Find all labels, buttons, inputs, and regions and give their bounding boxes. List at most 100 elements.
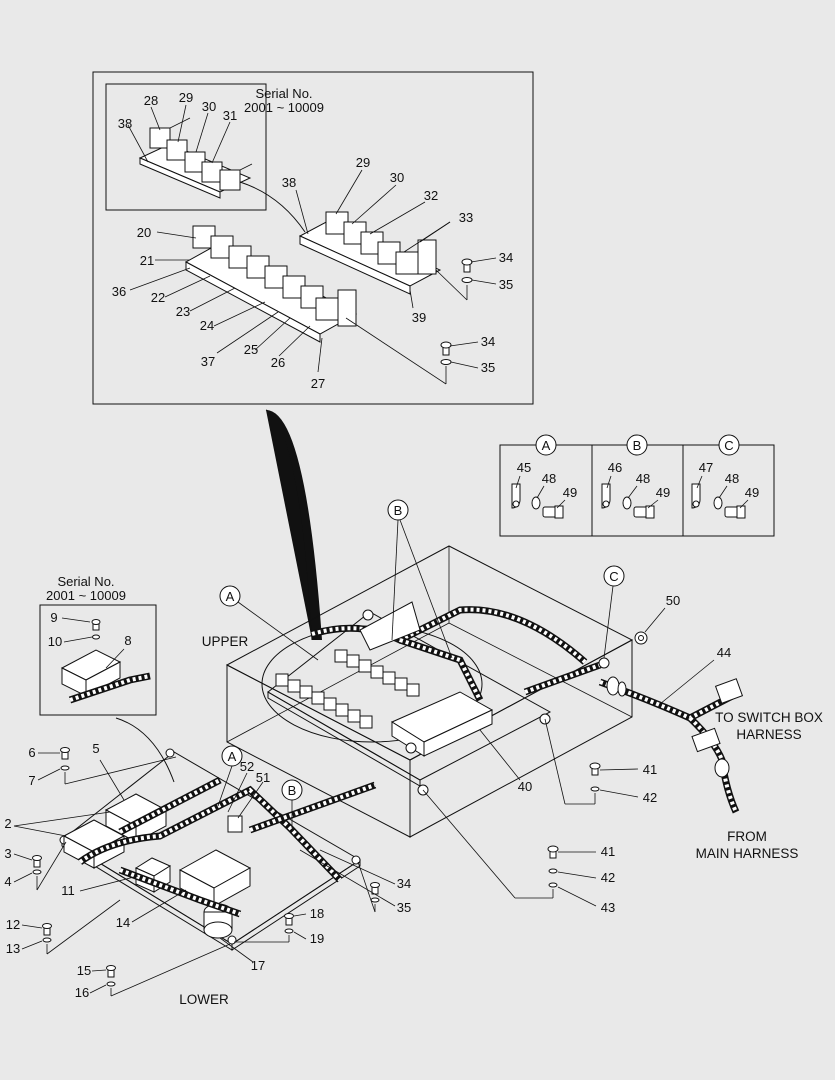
serial-inset-left — [39, 604, 157, 716]
label-31: 31 — [223, 108, 237, 123]
detail-b-part-2: 48 — [636, 471, 650, 486]
label-29: 29 — [356, 155, 370, 170]
detail-c-part-1: 47 — [699, 460, 713, 475]
label-19: 19 — [310, 931, 324, 946]
label-23: 23 — [176, 304, 190, 319]
inset-arrow — [239, 181, 306, 233]
label-50: 50 — [666, 593, 680, 608]
label-44: 44 — [717, 645, 731, 660]
label-28: 28 — [144, 93, 158, 108]
detail-ref-b: B — [633, 438, 642, 453]
label-43: 43 — [601, 900, 615, 915]
clamp-detail-table: A 45 48 49 B 46 48 49 C 47 48 49 — [499, 434, 775, 537]
label-12: 12 — [6, 917, 20, 932]
label-37: 37 — [201, 354, 215, 369]
serial-note-left-2: 2001 ~ 10009 — [46, 588, 126, 603]
switch-connector — [714, 678, 744, 704]
label-36: 36 — [112, 284, 126, 299]
label-30: 30 — [390, 170, 404, 185]
label-9: 9 — [50, 610, 57, 625]
detail-a-part-3: 49 — [563, 485, 577, 500]
ref-b-lower: B — [288, 783, 297, 798]
upper-view-label: UPPER — [202, 634, 249, 649]
serial-note-top-2: 2001 ~ 10009 — [244, 100, 324, 115]
label-16: 16 — [75, 985, 89, 1000]
label-34: 34 — [397, 876, 411, 891]
right-relay-block — [298, 211, 442, 295]
label-20: 20 — [137, 225, 151, 240]
label-30: 30 — [202, 99, 216, 114]
label-10: 10 — [48, 634, 62, 649]
lower-harness — [77, 785, 343, 883]
ref-circle-c — [603, 565, 625, 587]
serial-note-left-1: Serial No. — [57, 574, 114, 589]
detail-a-part-2: 48 — [542, 471, 556, 486]
label-4: 4 — [4, 874, 11, 889]
box-relays — [275, 649, 494, 757]
label-5: 5 — [92, 741, 99, 756]
detail-ref-c: C — [724, 438, 733, 453]
label-51: 51 — [256, 770, 270, 785]
label-32: 32 — [424, 188, 438, 203]
to-switch-box-2: HARNESS — [736, 727, 801, 742]
box-mount-3 — [405, 742, 417, 754]
label-41: 41 — [643, 762, 657, 777]
label-27: 27 — [311, 376, 325, 391]
label-25: 25 — [244, 342, 258, 357]
label-34: 34 — [499, 250, 513, 265]
detail-c-part-3: 49 — [745, 485, 759, 500]
label-21: 21 — [140, 253, 154, 268]
ref-c: C — [609, 569, 618, 584]
detail-b-part-1: 46 — [608, 460, 622, 475]
ref-a-upper: A — [226, 589, 235, 604]
ref-circle-a-upper — [219, 585, 241, 607]
inset-controller — [60, 619, 151, 704]
label-38: 38 — [118, 116, 132, 131]
label-24: 24 — [200, 318, 214, 333]
label-41: 41 — [601, 844, 615, 859]
label-3: 3 — [4, 846, 11, 861]
label-13: 13 — [6, 941, 20, 956]
label-6: 6 — [28, 745, 35, 760]
label-34: 34 — [481, 334, 495, 349]
label-17: 17 — [251, 958, 265, 973]
label-39: 39 — [412, 310, 426, 325]
ref-a-lower: A — [228, 749, 237, 764]
label-42: 42 — [643, 790, 657, 805]
label-22: 22 — [151, 290, 165, 305]
detail-b-part-3: 49 — [656, 485, 670, 500]
label-18: 18 — [310, 906, 324, 921]
inset-left-arrow — [115, 717, 175, 783]
bolt-41-42-a — [544, 718, 601, 805]
from-main-2: MAIN HARNESS — [696, 846, 799, 861]
detail-ref-a: A — [542, 438, 551, 453]
relay-detail-frame — [92, 71, 534, 405]
box-bracket — [359, 601, 421, 651]
from-main-1: FROM — [727, 829, 767, 844]
label-35: 35 — [481, 360, 495, 375]
serial-inset-frame — [105, 83, 267, 211]
bolt-34-35-upper — [461, 258, 473, 300]
box-mount-4 — [362, 609, 374, 621]
label-29: 29 — [179, 90, 193, 105]
label-33: 33 — [459, 210, 473, 225]
left-relay-block — [184, 225, 358, 343]
label-35: 35 — [499, 277, 513, 292]
top-leaders — [127, 104, 451, 373]
detail-c-part-2: 48 — [725, 471, 739, 486]
label-2: 2 — [4, 816, 11, 831]
label-14: 14 — [116, 915, 130, 930]
detail-a-part-1: 45 — [517, 460, 531, 475]
label-38: 38 — [282, 175, 296, 190]
label-15: 15 — [77, 963, 91, 978]
label-7: 7 — [28, 773, 35, 788]
label-40: 40 — [518, 779, 532, 794]
grommet-1 — [606, 676, 620, 696]
serial-note-top-1: Serial No. — [255, 86, 312, 101]
lower-view-label: LOWER — [179, 992, 229, 1007]
label-11: 11 — [61, 883, 75, 898]
grommet-2 — [714, 758, 730, 778]
label-26: 26 — [271, 355, 285, 370]
lower-leaders — [13, 756, 396, 997]
